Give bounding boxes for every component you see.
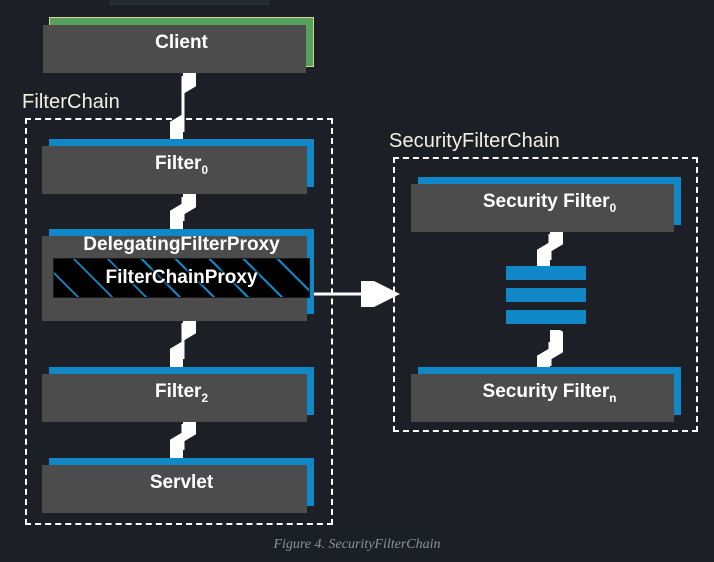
node-security-filter-n-label: Security Filtern (482, 380, 617, 405)
ellipsis-bar (506, 266, 586, 280)
figure-caption: Figure 4. SecurityFilterChain (273, 537, 441, 552)
node-shadow (411, 374, 674, 422)
group-label-securityfilterchain: SecurityFilterChain (389, 130, 560, 152)
arrow-client-filter0 (170, 64, 196, 144)
node-filter-0-label: Filter0 (155, 152, 208, 177)
node-servlet[interactable]: Servlet (42, 458, 314, 513)
node-delegating-filter-proxy[interactable]: DelegatingFilterProxy FilterChainProxy (42, 229, 314, 321)
ellipsis-bar (506, 288, 586, 302)
node-filter-0[interactable]: Filter0 (42, 139, 314, 194)
arrow-filter0-delegating (170, 185, 196, 233)
node-delegating-filter-proxy-label: DelegatingFilterProxy (83, 234, 280, 255)
ellipsis-stack (506, 266, 586, 324)
node-filter-2[interactable]: Filter2 (42, 367, 314, 422)
node-shadow (42, 465, 307, 513)
arrow-filterchainproxy-securityfilterchain (312, 281, 400, 307)
arrow-filter2-servlet (170, 412, 196, 462)
arrow-securityfilter0-ellipsis (537, 222, 563, 272)
ellipsis-bar (506, 310, 586, 324)
group-label-filterchain: FilterChain (22, 91, 120, 113)
cutoff-top-element (110, 0, 270, 5)
arrow-delegating-filter2 (170, 311, 196, 371)
node-client[interactable]: Client (43, 17, 314, 73)
node-servlet-label: Servlet (149, 471, 214, 493)
node-security-filter-n[interactable]: Security Filtern (411, 367, 681, 422)
node-filter-chain-proxy-label: FilterChainProxy (105, 267, 258, 288)
node-filter-2-label: Filter2 (155, 380, 208, 405)
node-filter-chain-proxy[interactable]: FilterChainProxy (53, 258, 310, 298)
node-client-label: Client (155, 31, 208, 53)
node-security-filter-0-label: Security Filter0 (482, 190, 617, 215)
arrow-ellipsis-securityfiltern (537, 330, 563, 378)
node-security-filter-0[interactable]: Security Filter0 (411, 177, 681, 232)
